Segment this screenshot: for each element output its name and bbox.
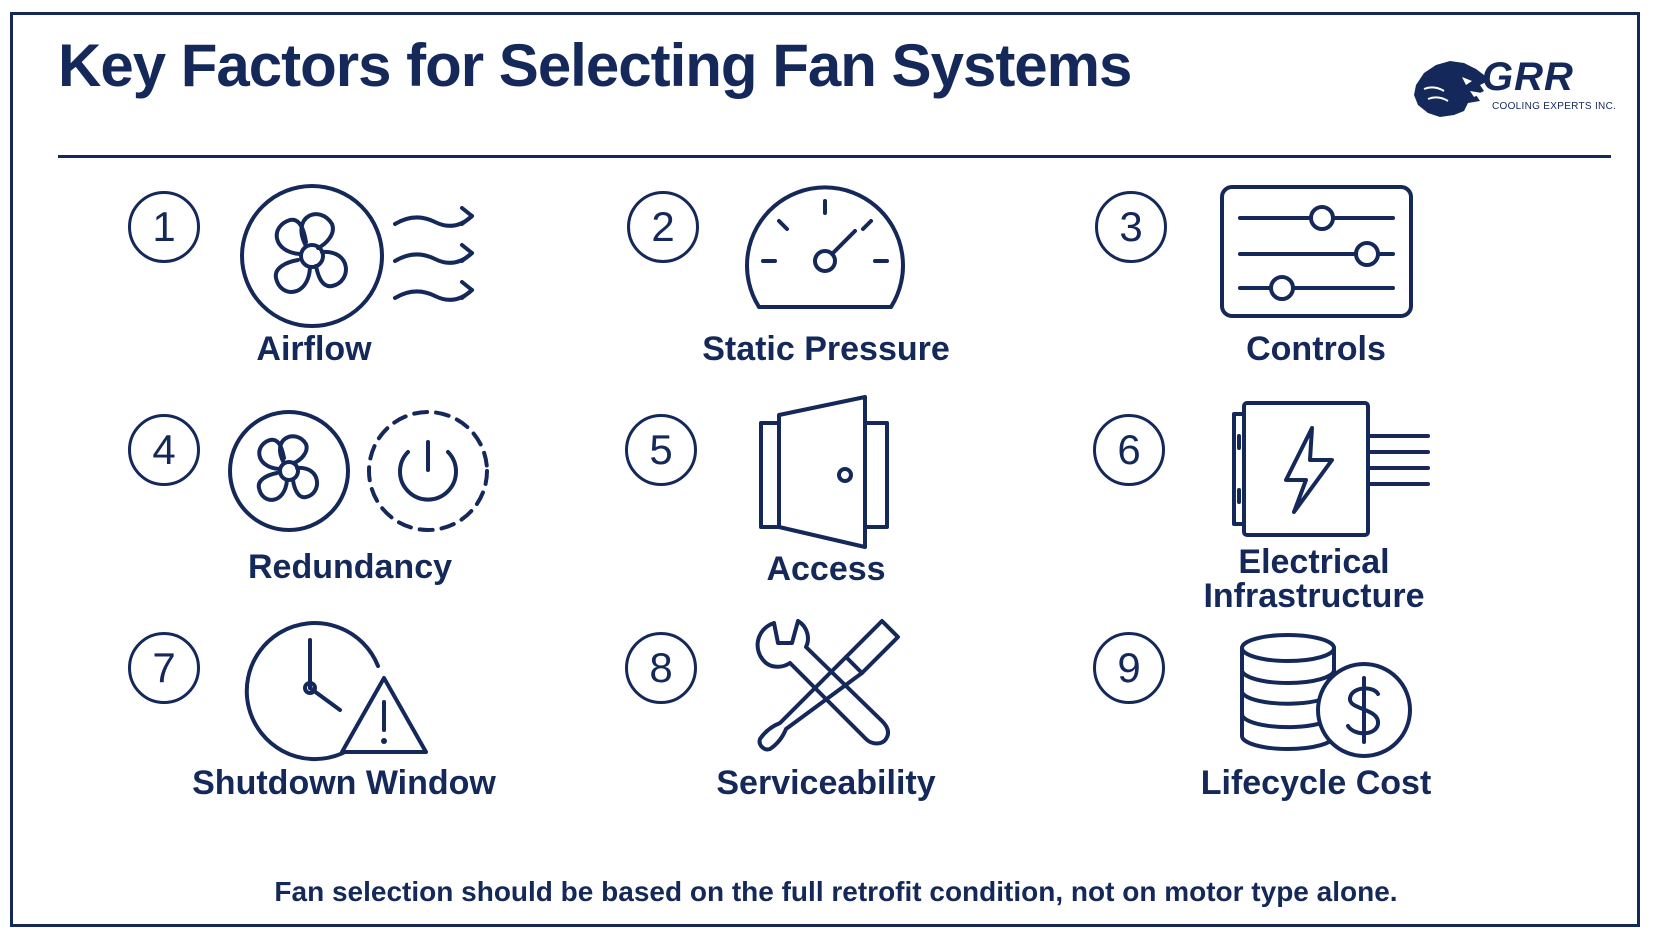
logo-wordmark: GRR (1482, 55, 1574, 99)
footer-note: Fan selection should be based on the ful… (274, 876, 1398, 907)
tools-icon (755, 619, 900, 752)
factor-label-6-line-2: Infrastructure (1203, 577, 1425, 615)
logo-tagline: COOLING EXPERTS INC. (1492, 101, 1617, 112)
factor-label-9: Lifecycle Cost (1200, 764, 1432, 802)
border-frame (10, 12, 1640, 927)
coins-dollar-icon (1240, 633, 1412, 758)
factor-label-6-line-1: Electrical (1238, 543, 1390, 581)
factor-number-4: 4 (128, 414, 200, 486)
factor-label-8: Serviceability (716, 764, 936, 802)
factor-number-8: 8 (625, 632, 697, 704)
factor-label-7: Shutdown Window (192, 764, 496, 802)
page-title: Key Factors for Selecting Fan Systems (58, 32, 1132, 99)
door-icon (759, 395, 889, 549)
factor-label-3: Controls (1246, 330, 1386, 368)
electrical-panel-icon (1232, 401, 1430, 537)
fan-airflow-icon (240, 184, 474, 328)
factor-number-1: 1 (128, 191, 200, 263)
factor-number-6: 6 (1093, 414, 1165, 486)
bear-head-icon (1414, 61, 1488, 117)
gauge-icon (745, 185, 905, 309)
sliders-icon (1220, 185, 1413, 318)
factor-label-4: Redundancy (247, 548, 453, 586)
factor-number-7: 7 (128, 632, 200, 704)
factor-number-5: 5 (625, 414, 697, 486)
factor-label-1: Airflow (256, 330, 372, 368)
company-logo: GRR COOLING EXPERTS INC. (1410, 55, 1620, 125)
fan-power-icon (228, 410, 489, 532)
factor-number-3: 3 (1095, 191, 1167, 263)
title-divider (58, 155, 1611, 158)
clock-warning-icon (244, 621, 428, 762)
factor-number-2: 2 (627, 191, 699, 263)
factor-label-5: Access (766, 550, 886, 588)
factor-number-9: 9 (1093, 632, 1165, 704)
factor-label-6: Electrical Infrastructure (1203, 545, 1424, 613)
factor-label-2: Static Pressure (702, 330, 950, 368)
